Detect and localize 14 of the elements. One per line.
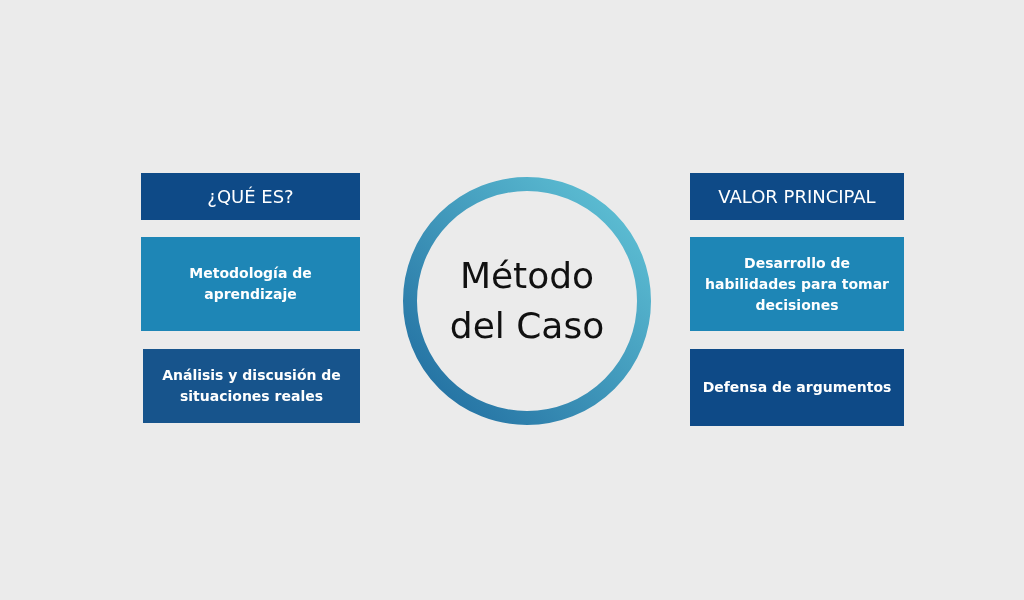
title-text: Método del Caso xyxy=(448,253,606,348)
header-text: ¿QUÉ ES? xyxy=(207,186,294,207)
header-text: VALOR PRINCIPAL xyxy=(718,186,876,207)
header-box xyxy=(141,173,360,220)
content-box xyxy=(690,349,904,426)
box-text: Metodología de aprendizaje xyxy=(188,264,313,304)
header-box xyxy=(690,173,904,220)
content-box xyxy=(141,237,360,331)
box-text: Análisis y discusión de situaciones reales xyxy=(161,366,342,406)
content-box xyxy=(690,237,904,331)
content-box xyxy=(143,349,360,423)
box-text: Defensa de argumentos xyxy=(701,378,893,397)
box-text: Desarrollo de habilidades para tomar decisiones xyxy=(704,253,890,315)
central-circle xyxy=(403,177,651,425)
